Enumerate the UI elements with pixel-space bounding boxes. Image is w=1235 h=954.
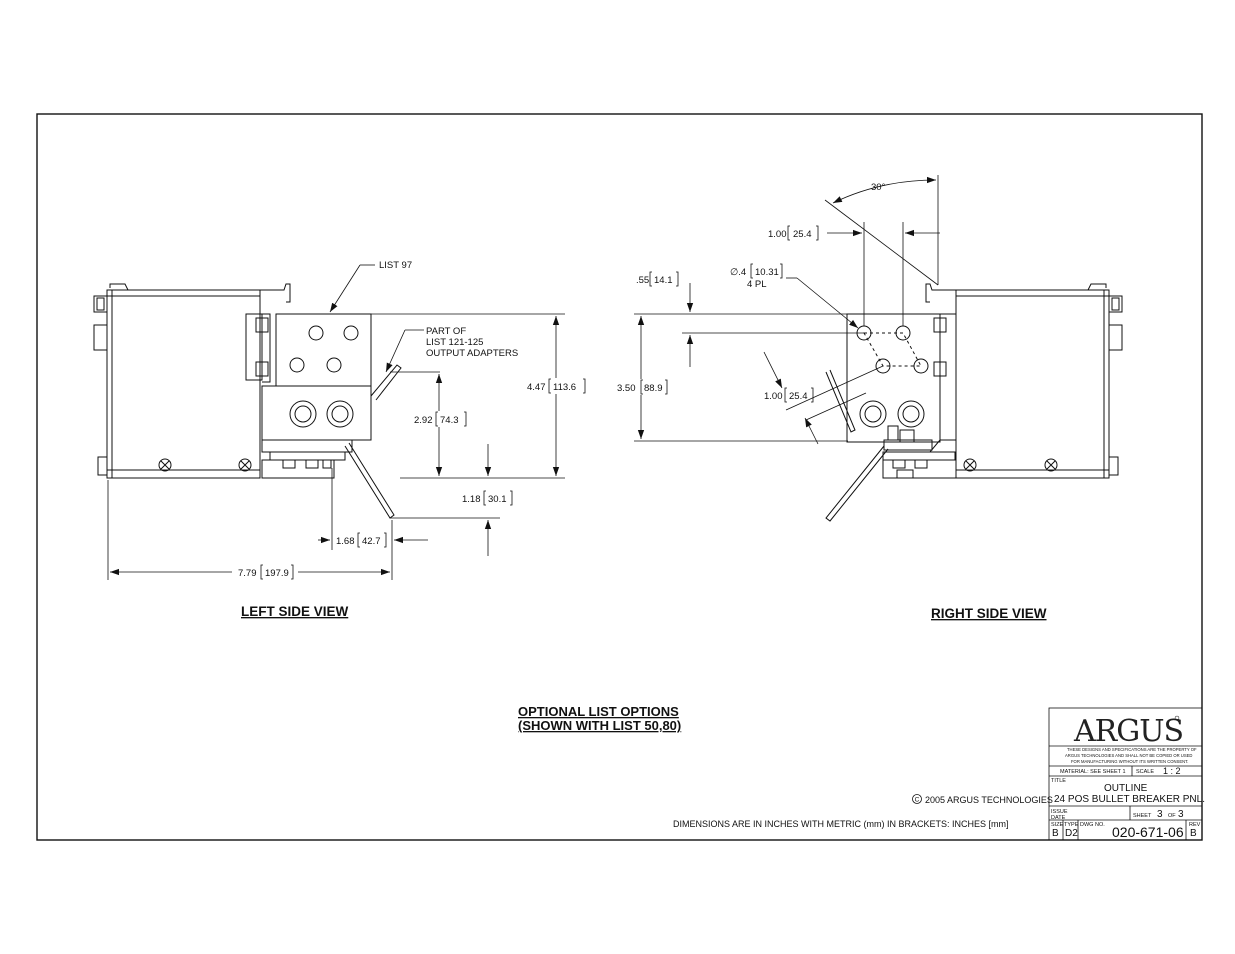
- left-view-title: LEFT SIDE VIEW: [241, 604, 349, 619]
- hole-diameter: ∅.4: [730, 267, 746, 278]
- type-value: D2: [1065, 828, 1078, 839]
- rev-value: B: [1190, 828, 1197, 839]
- hole-count: 4 PL: [747, 279, 767, 290]
- dim-spacing-mm: 25.4: [793, 229, 812, 240]
- right-view-title: RIGHT SIDE VIEW: [931, 606, 1047, 621]
- scale-label: SCALE: [1136, 769, 1154, 775]
- size-value: B: [1052, 828, 1059, 839]
- hole-diameter-mm: 10.31: [755, 267, 779, 278]
- sheet-label: SHEET: [1133, 813, 1152, 819]
- options-line-1: OPTIONAL LIST OPTIONS: [518, 704, 679, 719]
- copyright-glyph: C: [915, 797, 920, 804]
- dim-diag-in: 1.00: [764, 391, 783, 402]
- sheet-border: [36, 113, 1203, 841]
- part-of-list-label: LIST 121-125: [426, 337, 483, 348]
- dim-base-in: 1.18: [462, 494, 481, 505]
- options-line-2: (SHOWN WITH LIST 50,80): [518, 718, 681, 733]
- output-adapters-label: OUTPUT ADAPTERS: [426, 348, 518, 359]
- dim-right-height-mm: 88.9: [644, 383, 663, 394]
- dim-height-mm: 113.6: [553, 382, 576, 393]
- size-label: SIZE: [1051, 822, 1064, 828]
- property-line-2: ARGUS TECHNOLOGIES AND SHALL NOT BE COPI…: [1065, 753, 1192, 758]
- part-of-label: PART OF: [426, 326, 466, 337]
- title-label: TITLE: [1051, 778, 1066, 784]
- sheet-number: 3: [1157, 809, 1163, 820]
- of-label: OF: [1168, 813, 1176, 819]
- registered-icon: [1174, 715, 1180, 721]
- dim-adapter-mm: 74.3: [440, 415, 459, 426]
- list97-label: LIST 97: [379, 260, 412, 271]
- copyright-text: 2005 ARGUS TECHNOLOGIES: [925, 795, 1053, 805]
- dim-top-in: .55: [636, 275, 649, 286]
- drawing-title-1: OUTLINE: [1104, 783, 1148, 794]
- left-side-view: [93, 283, 402, 519]
- dim-offset-mm: 42.7: [362, 536, 381, 547]
- dim-spacing-in: 1.00: [768, 229, 787, 240]
- dwg-label: DWG NO.: [1080, 822, 1105, 828]
- copyright-icon: [912, 794, 922, 804]
- right-dimension-lines: [634, 175, 940, 445]
- dwg-number: 020-671-06: [1112, 824, 1184, 840]
- left-dimension-lines: [107, 313, 586, 580]
- dim-right-height-in: 3.50: [617, 383, 636, 394]
- title-block: [1048, 707, 1203, 841]
- dim-top-mm: 14.1: [654, 275, 673, 286]
- dim-offset-in: 1.68: [336, 536, 355, 547]
- type-label: TYPE: [1064, 822, 1079, 828]
- material-label: MATERIAL: SEE SHEET 1: [1060, 769, 1126, 775]
- rev-label: REV: [1189, 822, 1201, 828]
- argus-logo: ARGUS: [1073, 714, 1183, 749]
- dimensions-note: DIMENSIONS ARE IN INCHES WITH METRIC (mm…: [673, 819, 1009, 829]
- dim-diag-mm: 25.4: [789, 391, 808, 402]
- left-callouts: [329, 264, 440, 373]
- date-label: DATE: [1051, 815, 1066, 821]
- issue-label: ISSUE: [1051, 809, 1068, 815]
- drawing-title-2: 24 POS BULLET BREAKER PNL.: [1054, 794, 1205, 805]
- dim-width-in: 7.79: [238, 568, 257, 579]
- dim-adapter-in: 2.92: [414, 415, 433, 426]
- right-side-view: [825, 283, 1123, 522]
- scale-value: 1 : 2: [1163, 766, 1181, 776]
- sheet-total: 3: [1178, 809, 1184, 820]
- dim-angle: 30°: [871, 182, 886, 193]
- property-line-1: THESE DESIGNS AND SPECIFICATIONS ARE THE…: [1067, 747, 1197, 752]
- dim-height-in: 4.47: [527, 382, 546, 393]
- dim-width-mm: 197.9: [265, 568, 289, 579]
- dim-base-mm: 30.1: [488, 494, 507, 505]
- property-line-3: FOR MANUFACTURING WITHOUT ITS WRITTEN CO…: [1071, 759, 1188, 764]
